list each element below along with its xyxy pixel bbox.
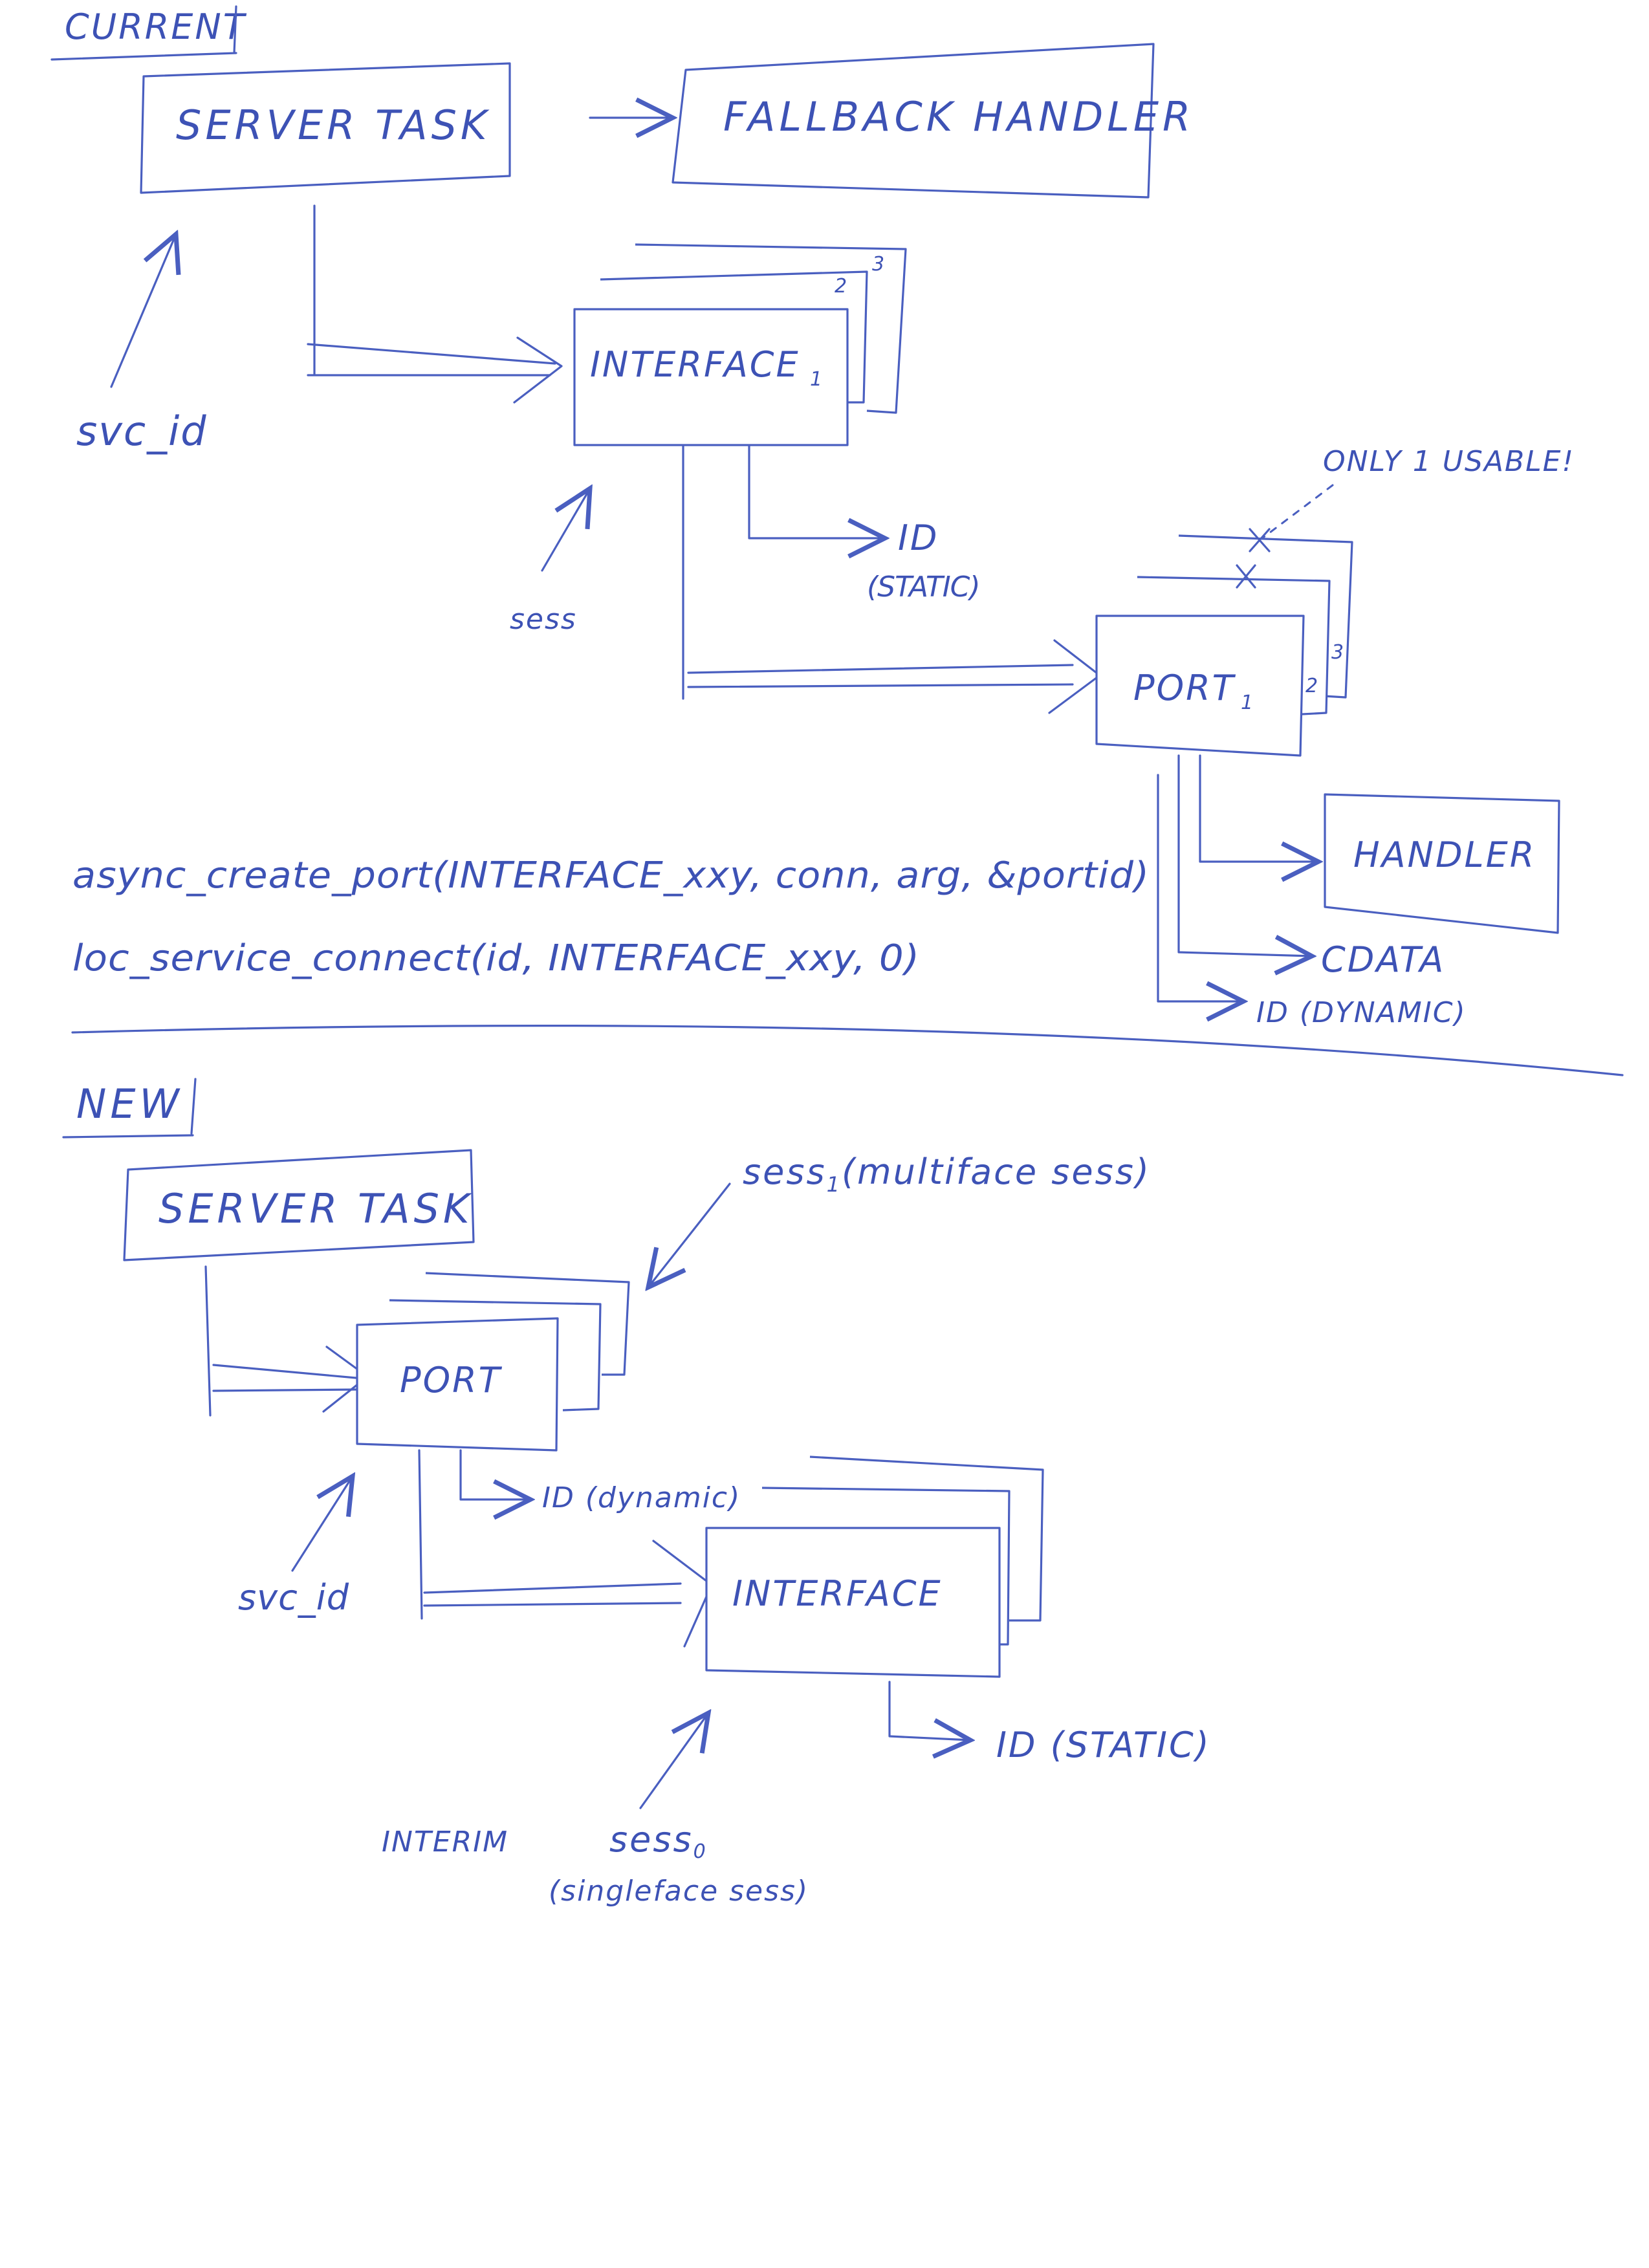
new-interface-stack: INTERFACE bbox=[705, 1456, 1044, 1678]
new-svc-id-arrow bbox=[291, 1476, 353, 1572]
current-svc-id-label: svc_id bbox=[76, 408, 208, 455]
new-port-stack: PORT bbox=[356, 1272, 630, 1452]
current-port-subscript: 1 bbox=[1241, 692, 1253, 714]
current-interface-stack-3: 3 bbox=[872, 253, 884, 276]
sess0-text: sess bbox=[609, 1819, 693, 1860]
sess1-arrow bbox=[648, 1183, 731, 1287]
new-server-task-label: SERVER TASK bbox=[158, 1185, 474, 1232]
only-usable-leader bbox=[1252, 484, 1334, 546]
current-section: CURRENT SERVER TASK FALLBACK HANDLER svc… bbox=[50, 5, 1575, 1029]
new-interface-to-id-static-arrow bbox=[888, 1681, 970, 1740]
port-to-interface-head bbox=[652, 1540, 713, 1648]
code-line-loc-service-connect: loc_service_connect(id, INTERFACE_xxy, 0… bbox=[72, 937, 920, 979]
current-id-static-note: (STATIC) bbox=[867, 571, 980, 604]
current-port-stack-3: 3 bbox=[1331, 641, 1344, 664]
port-to-id-dynamic-arrow bbox=[1157, 774, 1243, 1001]
new-port-to-id-dynamic-arrow bbox=[459, 1449, 530, 1499]
fallback-handler-box: FALLBACK HANDLER bbox=[672, 43, 1194, 199]
server-to-interface-head bbox=[513, 336, 563, 404]
port-to-handler-arrow bbox=[1199, 754, 1318, 862]
current-interface-stack: 2 3 INTERFACE 1 bbox=[573, 243, 907, 446]
handler-box: HANDLER bbox=[1324, 793, 1560, 934]
only-usable-note: ONLY 1 USABLE! bbox=[1323, 445, 1575, 478]
new-section: NEW SERVER TASK sess1(multiface sess) PO… bbox=[62, 1078, 1211, 1908]
sess1-subscript: 1 bbox=[827, 1172, 842, 1197]
current-server-task-box: SERVER TASK bbox=[140, 62, 511, 194]
svc-id-arrow bbox=[110, 234, 176, 388]
sess0-note: (singleface sess) bbox=[549, 1875, 809, 1908]
current-interface-label: INTERFACE bbox=[590, 344, 800, 385]
server-to-interface-line bbox=[307, 204, 556, 376]
current-heading-underline bbox=[50, 5, 237, 61]
current-sess-arrow bbox=[541, 488, 590, 572]
port-x-mark-2 bbox=[1236, 564, 1256, 589]
current-port-stack-2: 2 bbox=[1305, 675, 1318, 697]
new-interface-label: INTERFACE bbox=[732, 1573, 943, 1614]
current-sess-label: sess bbox=[510, 603, 577, 636]
cdata-label: CDATA bbox=[1321, 939, 1445, 980]
code-line-async-create-port: async_create_port(INTERFACE_xxy, conn, a… bbox=[72, 855, 1150, 897]
port-x-mark-3 bbox=[1249, 528, 1271, 552]
new-id-static-label: ID (STATIC) bbox=[996, 1725, 1211, 1765]
current-port-stack: 2 3 PORT 1 bbox=[1095, 528, 1353, 757]
interface-to-id-static-arrow bbox=[748, 445, 885, 538]
interface-to-port-line bbox=[682, 445, 1074, 700]
new-id-dynamic-label: ID (dynamic) bbox=[542, 1481, 741, 1514]
port-to-cdata-arrow bbox=[1177, 754, 1312, 956]
current-heading: CURRENT bbox=[65, 6, 247, 47]
fallback-handler-label: FALLBACK HANDLER bbox=[723, 93, 1194, 140]
new-heading-underline bbox=[62, 1078, 197, 1139]
sess1-note: (multiface sess) bbox=[842, 1151, 1151, 1192]
current-id-static-label: ID bbox=[898, 518, 939, 558]
new-svc-id-label: svc_id bbox=[238, 1577, 349, 1618]
new-port-label: PORT bbox=[400, 1360, 503, 1401]
current-interface-subscript: 1 bbox=[810, 368, 822, 391]
new-server-task-box: SERVER TASK bbox=[123, 1149, 475, 1261]
section-divider bbox=[71, 1024, 1624, 1076]
current-server-task-label: SERVER TASK bbox=[176, 102, 491, 149]
new-heading: NEW bbox=[76, 1080, 183, 1128]
sess0-subscript: 0 bbox=[693, 1840, 708, 1863]
server-to-port-line bbox=[204, 1265, 357, 1417]
interim-label: INTERIM bbox=[382, 1826, 508, 1859]
interface-to-port-head bbox=[1048, 639, 1101, 714]
sess0-arrow bbox=[639, 1713, 708, 1809]
handler-label: HANDLER bbox=[1353, 834, 1536, 875]
sess1-text: sess bbox=[743, 1151, 827, 1192]
sess0-label: sess0 bbox=[609, 1819, 708, 1863]
sess1-label: sess1(multiface sess) bbox=[743, 1151, 1151, 1197]
current-id-dynamic-label: ID (DYNAMIC) bbox=[1256, 996, 1467, 1029]
current-port-label: PORT bbox=[1133, 668, 1236, 708]
port-to-interface-line bbox=[418, 1449, 682, 1620]
current-interface-stack-2: 2 bbox=[835, 275, 847, 298]
